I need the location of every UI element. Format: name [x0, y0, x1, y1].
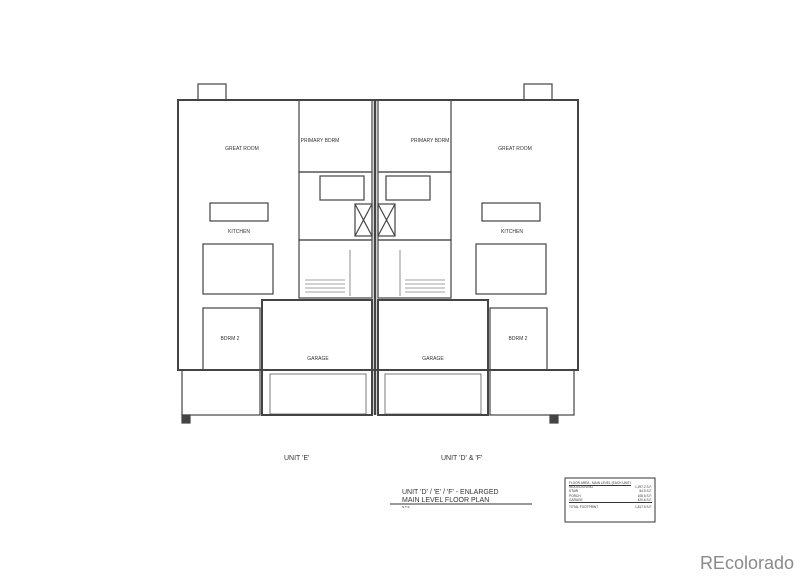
room-garage-right: GARAGE [422, 356, 444, 362]
room-garage-left: GARAGE [307, 356, 329, 362]
room-great-room-left: GREAT ROOM [225, 146, 259, 152]
room-kitchen-left: KITCHEN [228, 229, 250, 235]
area-total-label: TOTAL FOOTPRINT [569, 505, 599, 510]
area-row: PORCH 108.6 S.F. [569, 494, 652, 498]
area-row-value: 420.6 S.F. [637, 497, 652, 502]
unit-e-label: UNIT 'E' [284, 455, 310, 462]
plan-scale: N.T.S. [402, 505, 411, 509]
room-primary-left: PRIMARY BDRM [301, 138, 340, 144]
area-total-row: TOTAL FOOTPRINT 1,817.5 S.F. [569, 505, 652, 509]
area-row: STAIR 54.5 S.F. [569, 489, 652, 493]
plan-title-line2: MAIN LEVEL FLOOR PLAN [402, 497, 490, 504]
plan-title-line1: UNIT 'D' / 'E' / 'F' - ENLARGED [402, 489, 499, 496]
area-row-label: STAIR [569, 489, 579, 494]
chimney-left [197, 83, 227, 101]
room-great-room-right: GREAT ROOM [498, 146, 532, 152]
area-table-heading: FLOOR AREA - MAIN LEVEL (EACH UNIT) [569, 481, 631, 485]
area-total-value: 1,817.5 S.F. [634, 505, 652, 510]
area-table-box [564, 477, 656, 523]
area-row-label: GARAGE [569, 497, 583, 502]
room-bdrm2-left: BDRM 2 [221, 336, 240, 342]
area-row-value: 54.5 S.F. [639, 489, 652, 494]
room-bdrm2-right: BDRM 2 [509, 336, 528, 342]
area-row-label: HEATED/LIVING [569, 485, 594, 490]
watermark-logo: REcolorado [699, 553, 794, 573]
area-row-label: PORCH [569, 493, 581, 498]
area-row-value: 1,297.2 S.F. [634, 485, 652, 490]
area-row: GARAGE 420.6 S.F. [569, 497, 652, 504]
area-row: HEATED/LIVING 1,297.2 S.F. [569, 485, 652, 489]
unit-df-label: UNIT 'D' & 'F' [441, 455, 483, 462]
room-primary-right: PRIMARY BDRM [411, 138, 450, 144]
chimney-right [523, 83, 553, 101]
area-table: FLOOR AREA - MAIN LEVEL (EACH UNIT) HEAT… [569, 481, 652, 509]
room-kitchen-right: KITCHEN [501, 229, 523, 235]
area-row-value: 108.6 S.F. [637, 493, 652, 498]
